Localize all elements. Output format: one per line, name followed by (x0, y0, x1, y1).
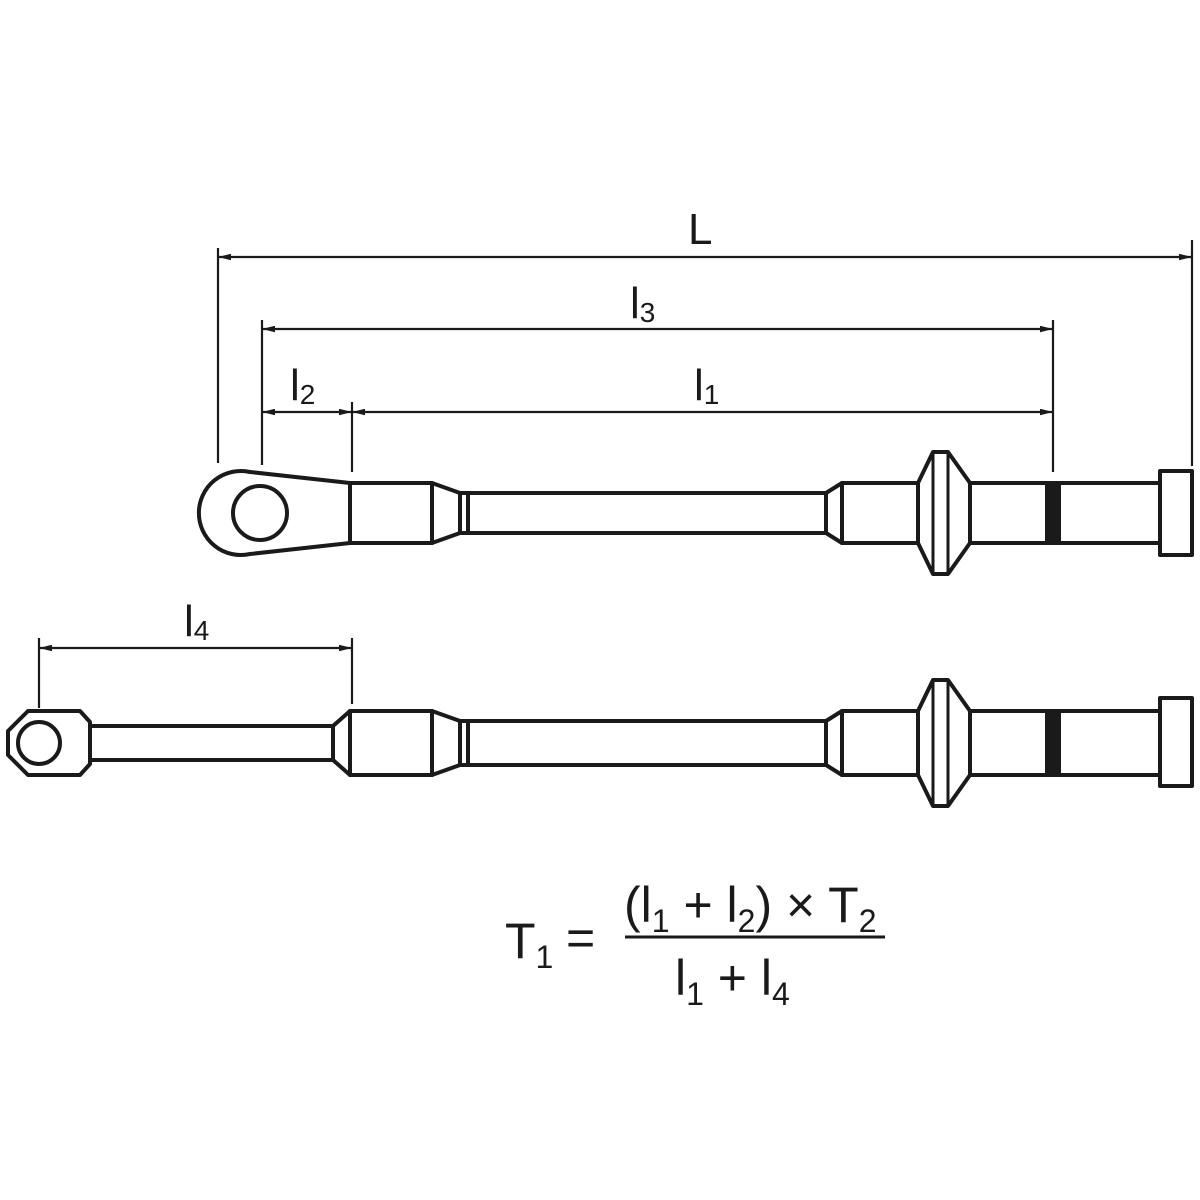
label-L: L (688, 205, 712, 254)
extension-lines (37, 240, 1194, 708)
shaft (466, 491, 828, 535)
shaft (466, 719, 842, 767)
neck-taper (430, 709, 462, 777)
collar (916, 678, 972, 808)
handle-front (840, 709, 920, 777)
label-l1: l1 (694, 361, 719, 410)
extension-eye (16, 720, 62, 766)
formula-lhs: T1 (505, 913, 553, 975)
handle-taper (824, 709, 844, 777)
handle-front (840, 481, 920, 545)
wrench-with-extension (6, 678, 1194, 808)
formula-equals: = (566, 910, 595, 966)
handle-grip (968, 709, 1162, 777)
torque-formula: T1 = (l1 + l2) × T2 l1 + l4 (505, 877, 885, 1012)
ring-eye (231, 484, 289, 542)
label-l4: l4 (184, 597, 209, 646)
wrench-standard (196, 450, 1194, 576)
label-l3: l3 (630, 279, 655, 328)
grip-mark (1045, 711, 1061, 775)
collar (916, 450, 972, 576)
end-cap (1158, 469, 1194, 557)
extension-bar (88, 724, 335, 762)
neck-section (348, 709, 434, 777)
handle-grip (968, 481, 1162, 545)
grip-mark (1045, 483, 1061, 543)
label-l2: l2 (290, 361, 315, 410)
neck-section (348, 481, 434, 545)
formula-numerator: (l1 + l2) × T2 (624, 877, 877, 939)
handle-taper (824, 481, 844, 545)
formula-denominator: l1 + l4 (675, 950, 790, 1012)
neck-taper (430, 481, 462, 545)
end-cap (1158, 696, 1194, 788)
extension-taper (331, 709, 352, 777)
